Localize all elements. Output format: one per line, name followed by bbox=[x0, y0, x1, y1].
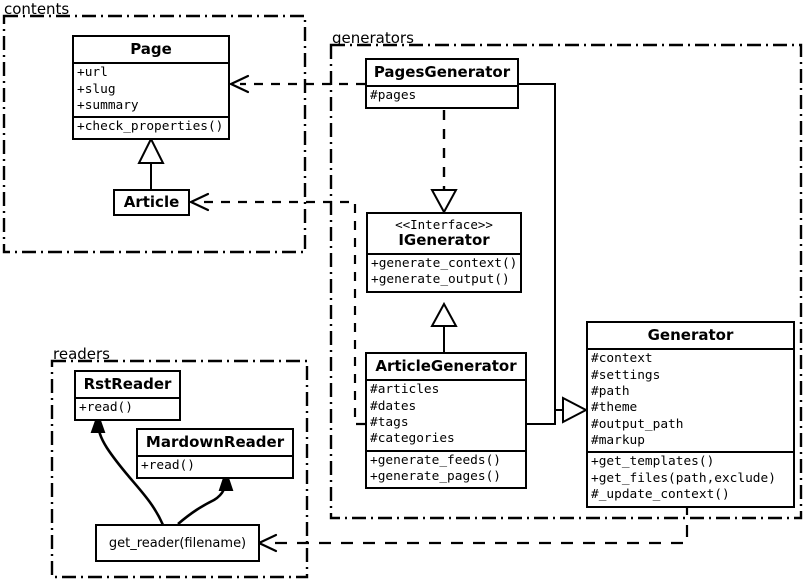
igenerator-op-generate-output: +generate_output() bbox=[371, 272, 510, 288]
generator-class-attributes: #context #settings #path #theme #output_… bbox=[588, 348, 793, 451]
articlegenerator-attr-tags: #tags bbox=[370, 414, 409, 430]
articlegenerator-attr-articles: #articles bbox=[370, 382, 440, 398]
arrowhead-page-generalization bbox=[137, 136, 165, 164]
page-op-check-properties: +check_properties() bbox=[77, 119, 224, 135]
arrowhead-igenerator-realization-top bbox=[430, 189, 458, 215]
wire-articlegenerator-to-article bbox=[200, 200, 365, 426]
pagesgenerator-class[interactable]: PagesGenerator #pages bbox=[365, 58, 519, 109]
page-class-operations: +check_properties() bbox=[74, 116, 228, 137]
generator-op-get-files: +get_files(path,exclude) bbox=[591, 470, 776, 486]
igenerator-class-operations: +generate_context() +generate_output() bbox=[368, 252, 520, 291]
articlegenerator-op-generate-feeds: +generate_feeds() bbox=[370, 452, 501, 468]
wire-get-reader-to-mardownreader bbox=[177, 477, 228, 525]
page-class-attributes: +url +slug +summary bbox=[74, 62, 228, 116]
page-class[interactable]: Page +url +slug +summary +check_properti… bbox=[72, 35, 230, 140]
wire-articlegenerator-to-generator bbox=[527, 409, 574, 425]
arrowhead-igenerator-generalization-bottom bbox=[430, 301, 458, 327]
igenerator-stereotype: <<Interface>> bbox=[395, 217, 493, 232]
page-class-title: Page bbox=[130, 40, 172, 58]
generator-attr-output-path: #output_path bbox=[591, 416, 684, 432]
generator-attr-markup: #markup bbox=[591, 433, 645, 449]
generator-class-operations: +get_templates() +get_files(path,exclude… bbox=[588, 451, 793, 505]
mardownreader-class-title: MardownReader bbox=[145, 433, 285, 451]
mardownreader-op-read: +read() bbox=[141, 458, 195, 474]
wire-generator-to-get-reader bbox=[268, 503, 689, 545]
page-attr-slug: +slug bbox=[77, 81, 116, 97]
page-attr-summary: +summary bbox=[77, 97, 139, 113]
mardownreader-class[interactable]: MardownReader +read() bbox=[136, 428, 294, 479]
article-class-title: Article bbox=[123, 193, 180, 211]
generator-attr-path: #path bbox=[591, 383, 630, 399]
package-label-readers: readers bbox=[53, 345, 110, 363]
generator-class[interactable]: Generator #context #settings #path #them… bbox=[586, 321, 795, 508]
generator-class-title: Generator bbox=[647, 326, 734, 344]
generator-attr-context: #context bbox=[591, 351, 653, 367]
arrowhead-article-dependency bbox=[188, 192, 210, 212]
generator-op-get-templates: +get_templates() bbox=[591, 454, 715, 470]
rstreader-class-title: RstReader bbox=[83, 375, 172, 393]
rstreader-op-read: +read() bbox=[79, 400, 133, 416]
rstreader-class[interactable]: RstReader +read() bbox=[74, 370, 181, 421]
get-reader-function[interactable]: get_reader(filename) bbox=[95, 524, 260, 562]
articlegenerator-class-title: ArticleGenerator bbox=[375, 357, 517, 375]
arrowhead-page-dependency bbox=[228, 74, 250, 94]
arrowhead-generator-generalization bbox=[562, 396, 589, 424]
page-attr-url: +url bbox=[77, 65, 108, 81]
arrowhead-get-reader-dependency bbox=[256, 533, 278, 553]
pagesgenerator-attr-pages: #pages bbox=[370, 88, 417, 104]
generator-attr-theme: #theme bbox=[591, 400, 638, 416]
pagesgenerator-class-attributes: #pages bbox=[367, 85, 517, 106]
igenerator-class-title: IGenerator bbox=[398, 230, 490, 249]
articlegenerator-class-attributes: #articles #dates #tags #categories bbox=[367, 379, 525, 450]
generator-attr-settings: #settings bbox=[591, 367, 661, 383]
articlegenerator-class[interactable]: ArticleGenerator #articles #dates #tags … bbox=[365, 352, 527, 490]
package-label-contents: contents bbox=[4, 0, 70, 18]
igenerator-op-generate-context: +generate_context() bbox=[371, 255, 518, 271]
generator-op-update-context: #_update_context() bbox=[591, 487, 730, 503]
articlegenerator-attr-categories: #categories bbox=[370, 431, 455, 447]
pagesgenerator-class-title: PagesGenerator bbox=[373, 63, 511, 81]
mardownreader-class-operations: +read() bbox=[138, 455, 292, 476]
igenerator-class[interactable]: <<Interface>> IGenerator +generate_conte… bbox=[366, 212, 522, 293]
article-class[interactable]: Article bbox=[113, 189, 190, 217]
get-reader-function-label: get_reader(filename) bbox=[108, 535, 247, 551]
package-label-generators: generators bbox=[332, 29, 414, 47]
rstreader-class-operations: +read() bbox=[76, 397, 179, 418]
articlegenerator-attr-dates: #dates bbox=[370, 398, 417, 414]
articlegenerator-class-operations: +generate_feeds() +generate_pages() bbox=[367, 449, 525, 488]
wire-pagesgenerator-to-generator bbox=[519, 83, 574, 411]
articlegenerator-op-generate-pages: +generate_pages() bbox=[370, 469, 501, 485]
igenerator-class-title-block: <<Interface>> IGenerator bbox=[368, 214, 520, 253]
